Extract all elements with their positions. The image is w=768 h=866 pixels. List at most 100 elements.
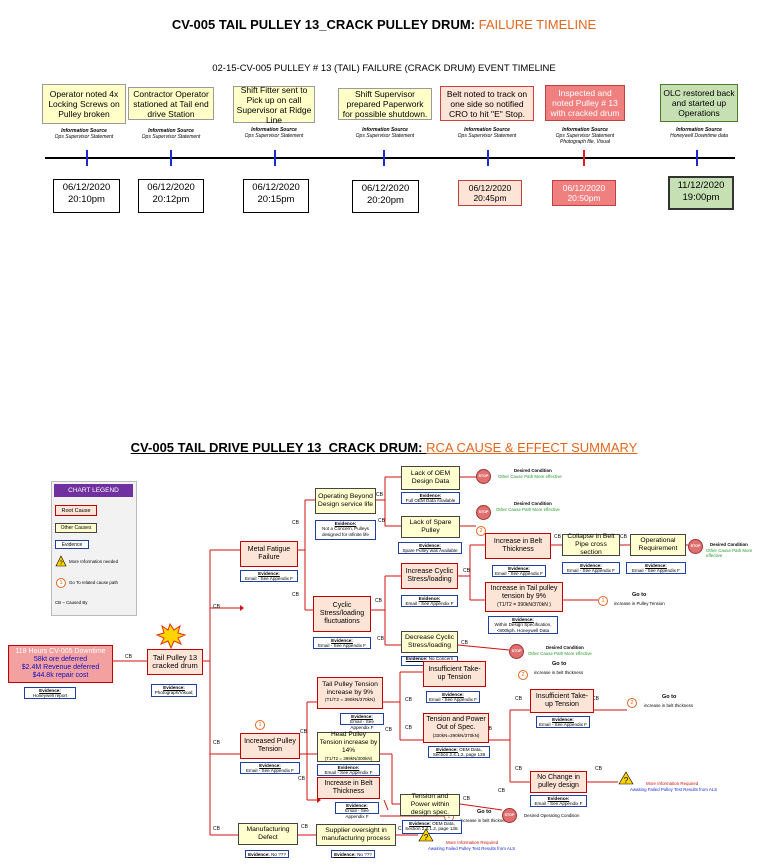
cb-label: CB (292, 520, 299, 526)
cb-label: CB (620, 534, 627, 540)
cb-label: CB (125, 654, 132, 660)
cb-label: CB (301, 824, 308, 830)
evidence-box: Evidence:Email - See Appendix F (335, 802, 379, 819)
goto-icon: 1 (255, 720, 265, 730)
manufacturing-defect: Manufacturing Defect (238, 823, 298, 845)
cyclic-stress-fluctuations: Cyclic Stress/loading fluctuations (313, 596, 371, 632)
evidence-box: Evidence:Email - See Appendix F (240, 762, 300, 774)
legend-root-cause: Root Cause (55, 505, 97, 516)
goto-label: Go to (662, 694, 677, 700)
svg-text:?: ? (424, 833, 429, 842)
insufficient-take-up-tension: Insufficient Take-up Tension (423, 661, 486, 687)
operating-beyond-design: Operating Beyond Design service life (315, 488, 376, 514)
increase-cyclic-stress: Increase Cyclic Stress/loading (401, 563, 458, 589)
tension-power-within-spec: Tension and Power within design spec. (400, 793, 460, 816)
cb-label: CB (463, 796, 470, 802)
evidence-box: Evidence:Not a Concern, Pulleys designed… (315, 520, 376, 540)
cb-label: CB (378, 518, 385, 524)
cb-label: CB (515, 696, 522, 702)
timeline-event: Shift Supervisor prepared Paperwork for … (338, 88, 432, 120)
evidence-box: Evidence:Email - See Appendix F (317, 764, 380, 776)
rca-title: CV-005 TAIL DRIVE PULLEY 13_CRACK DRUM: … (130, 440, 638, 455)
cb-label: CB (298, 776, 305, 782)
evidence-box: Evidence:Email - See Appendix F (340, 713, 384, 730)
cb-label: CB (461, 640, 468, 646)
desired-condition: Desired Condition (514, 501, 552, 506)
stop-icon: STOP (688, 539, 703, 554)
desired-operating-condition: Desired Operating Condition (524, 813, 580, 818)
cb-label: CB (385, 727, 392, 733)
desired-condition-sub: Other Cause Path More effective (498, 474, 562, 479)
cb-label: CB (592, 696, 599, 702)
timeline-event: Contractor Operator stationed at Tail en… (128, 87, 214, 120)
timeline-event: Operator noted 4x Locking Screws on Pull… (42, 84, 126, 124)
cb-label: CB (398, 826, 405, 832)
svg-text:?: ? (59, 561, 63, 567)
stop-icon: STOP (476, 505, 491, 520)
evidence-box: Evidence:Photograph/Visual; (151, 684, 197, 697)
evidence-box: Evidence:Email - See Appendix F (626, 562, 686, 574)
goto-icon: 1 (598, 596, 608, 606)
desired-condition-sub: Other Cause Path More effective (496, 507, 560, 512)
cb-label: CB (213, 826, 220, 832)
evidence-box: Evidence: OEM Data, Section 2.4.1.2, pag… (428, 746, 490, 758)
legend-goto-icon: 1 (56, 578, 66, 588)
legend-evidence: Evidence (55, 540, 89, 549)
cb-label: CB (515, 766, 522, 772)
timeline-event: Shift Fitter sent to Pick up on call Sup… (233, 85, 315, 125)
more-info-required: More Information Required (446, 840, 499, 845)
lack-spare-pulley: Lack of Spare Pulley (401, 516, 460, 538)
goto-target: increase in belt thickness (534, 670, 584, 675)
goto-label: Go to (632, 592, 647, 598)
downtime-impact: 118 Hours CV-005 Downtime 58kt ore defer… (8, 645, 113, 683)
operational-requirement: Operational Requirement (630, 534, 686, 556)
desired-condition: Desired Condition (514, 468, 552, 473)
cb-label: CB (300, 729, 307, 735)
decrease-cyclic-stress: Decrease Cyclic Stress/loading (401, 631, 458, 653)
cb-label: CB (405, 697, 412, 703)
tail-pulley-tension-9pct: Tail Pulley Tension increase by 9%(T1/T2… (317, 677, 383, 709)
evidence-box: Evidence:Spare Pulley was Available (398, 542, 462, 554)
increase-belt-thickness-2: Increase in Belt Thickness (317, 777, 380, 799)
warning-icon: ? (55, 555, 67, 567)
tail-pulley-cracked: Tail Pulley 13 cracked drum (147, 649, 203, 675)
no-change-pulley-design: No Change in pulley design (530, 771, 587, 793)
goto-label: Go to (477, 809, 492, 815)
chart-legend: CHART LEGEND Root Cause Other Causes Evi… (51, 481, 137, 616)
goto-target: increase in belt thickness (460, 818, 510, 823)
cb-label: CB (377, 636, 384, 642)
increased-pulley-tension: Increased Pulley Tension (240, 733, 300, 759)
desired-condition: Desired Condition (546, 645, 584, 650)
evidence-box: Evidence:Within Design Specification, <8… (488, 616, 558, 634)
timeline-event: Inspected and noted Pulley # 13 with cra… (545, 85, 625, 121)
more-info-sub: Awaiting Failed Pulley Test Results from… (428, 846, 516, 851)
cb-label: CB (292, 592, 299, 598)
legend-title: CHART LEGEND (54, 484, 133, 497)
metal-fatigue-failure: Metal Fatigue Failure (240, 541, 298, 567)
warning-icon: ? (418, 828, 434, 842)
stop-icon: STOP (502, 808, 517, 823)
cb-label: CB (463, 568, 470, 574)
goto-target: increase in Pulley Tension (614, 601, 665, 606)
desired-condition-sub: Other Cause Path More effective (706, 548, 753, 558)
explosion-icon (155, 622, 187, 650)
evidence-box: Evidence:Email - See Appendix F (536, 716, 590, 728)
svg-text:?: ? (624, 776, 629, 785)
evidence-box: Evidence:Email - See Appendix F (530, 795, 587, 807)
goto-target: increase in belt thickness (644, 703, 694, 708)
timeline-event: Belt noted to track on one side so notif… (440, 86, 534, 121)
legend-more-info: More Information needed (69, 559, 119, 564)
